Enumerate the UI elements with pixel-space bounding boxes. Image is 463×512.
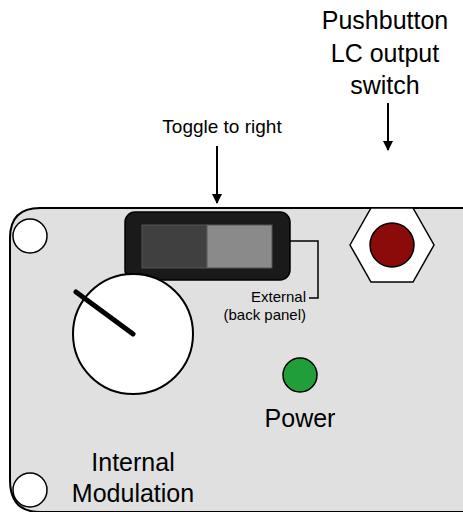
hex-nut [350,208,434,282]
toggle-switch-body [125,212,290,280]
connection-label: External (back panel) [211,288,306,324]
knob-pointer [76,292,133,334]
instruction-label: Toggle to right [122,116,322,139]
knob-label: Internal Modulation [63,447,203,510]
led-label: Power [250,403,350,433]
modulation-knob [73,274,193,394]
pushbutton [370,223,414,267]
toggle-left-half [142,225,207,268]
toggle-right-half [207,225,272,268]
button-label: Pushbutton LC output switch [310,4,460,102]
mounting-hole [13,473,47,507]
power-led [283,358,317,392]
pointer-arrow [216,146,218,203]
pointer-arrow [387,103,389,150]
mounting-hole [13,219,47,253]
panel-face [10,208,463,512]
